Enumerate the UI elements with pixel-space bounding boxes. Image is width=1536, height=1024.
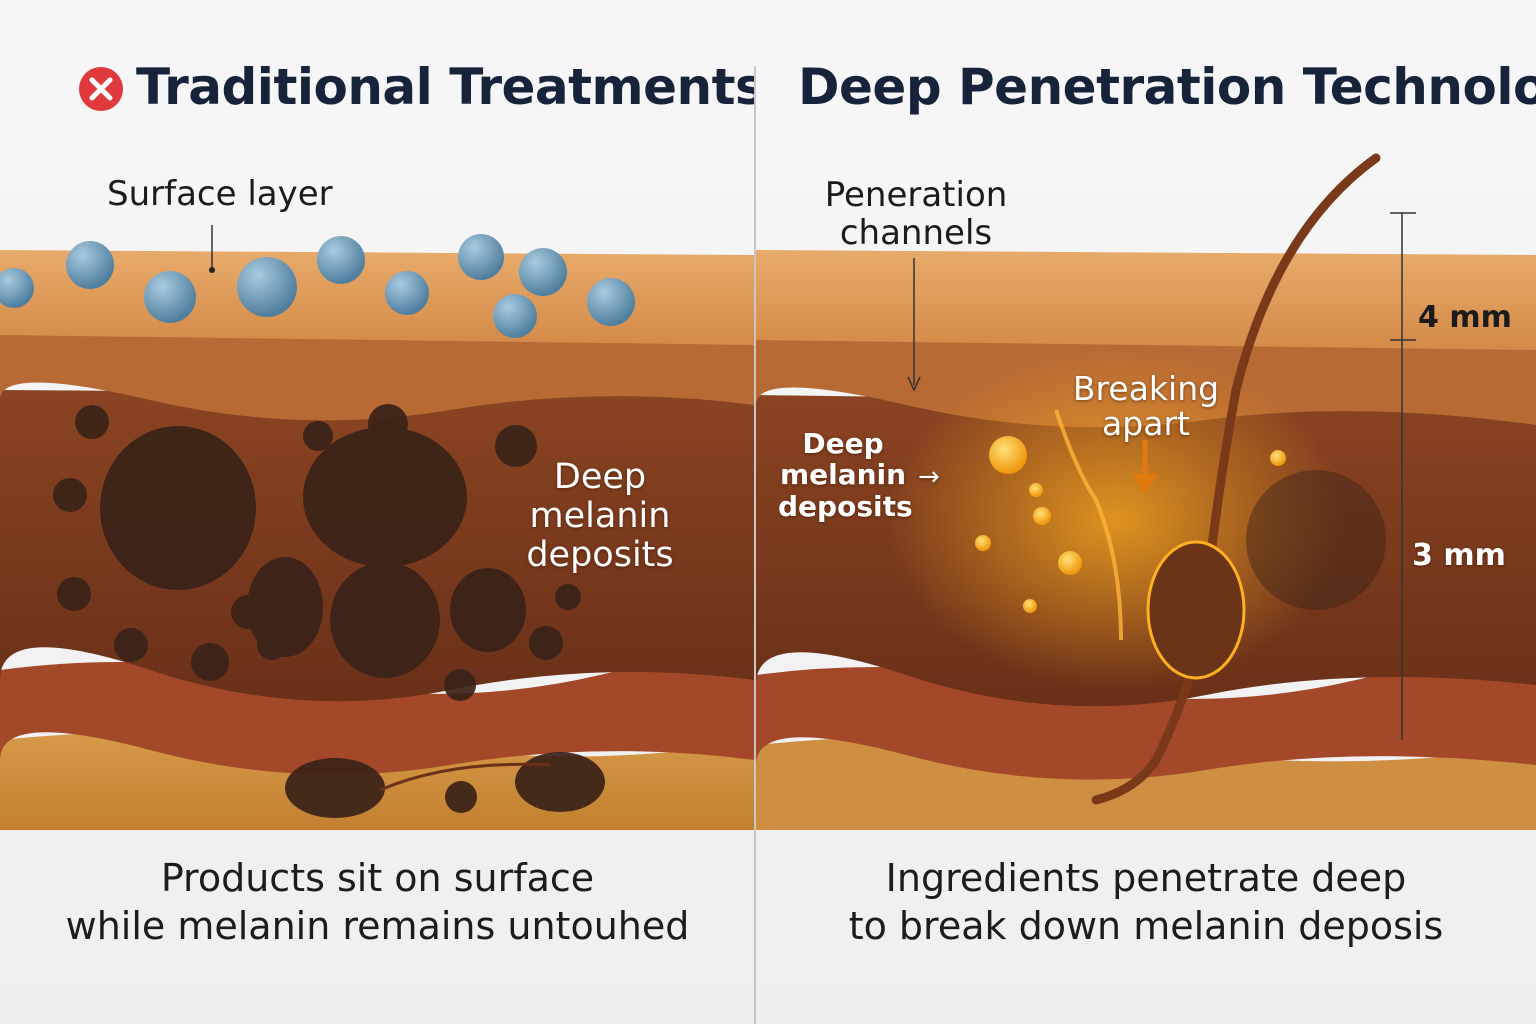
deposits-label-line1: Deep [553, 457, 647, 497]
right-caption-line1: Ingredients penetrate deep [885, 856, 1407, 900]
arrow-right-icon: → [918, 462, 940, 492]
measure-4mm-label: 4 mm [1418, 300, 1512, 335]
left-panel-title: Traditional Treatments [136, 58, 755, 116]
melanin-clusters [53, 404, 605, 818]
left-caption: Products sit on surface while melanin re… [10, 854, 745, 950]
left-caption-line2: while melanin remains untouhed [65, 904, 690, 948]
measurement-scale [1390, 212, 1416, 740]
right-caption: Ingredients penetrate deep to break down… [756, 854, 1536, 950]
surface-layer-label: Surface layer [107, 174, 333, 214]
channels-label-line2: channels [839, 213, 993, 254]
right-panel-title: Deep Penetration Technology [798, 58, 1536, 116]
breaking-label-line1: Breaking [1072, 369, 1220, 408]
surface-droplets [0, 234, 635, 338]
deep-melanin-deposits-label: Deep melanin deposits [525, 457, 675, 576]
penetration-channels-label: Peneration channels [816, 176, 1016, 252]
breaking-label-line2: apart [1102, 403, 1190, 443]
deep-penetration-panel: Deep Penetration Technology Peneration c… [756, 0, 1536, 1024]
active-ingredient-droplets [975, 436, 1286, 613]
deposits-label-line3: deposits [526, 535, 674, 576]
left-caption-line1: Products sit on surface [160, 856, 595, 900]
breaking-apart-label: Breaking apart [1066, 369, 1226, 443]
panel-divider [754, 66, 756, 1024]
deposits-label-line1: Deep [802, 427, 884, 460]
dispersing-melanin [1246, 470, 1386, 610]
skin-cross-section-left [0, 225, 755, 830]
deposits-label-line2: melanin [779, 458, 907, 492]
deposits-label-line3: deposits [778, 489, 913, 523]
deep-melanin-deposits-label-right: Deep melanin deposits [778, 427, 913, 523]
lower-dermis-band [756, 659, 1536, 780]
lower-dermis-band [0, 654, 755, 775]
epidermis-band [0, 330, 755, 421]
epidermis-layer [756, 250, 1536, 350]
hair-follicle [1146, 540, 1246, 680]
close-circle-icon [79, 67, 123, 111]
traditional-treatments-panel: Traditional Treatments Surface layer Dee… [0, 0, 755, 1024]
skin-cross-section-right [756, 153, 1536, 830]
channels-label-line1: Peneration [824, 175, 1008, 215]
right-caption-line2: to break down melanin deposis [848, 904, 1444, 948]
deposits-label-line2: melanin [529, 496, 671, 537]
measure-3mm-label: 3 mm [1412, 538, 1506, 573]
